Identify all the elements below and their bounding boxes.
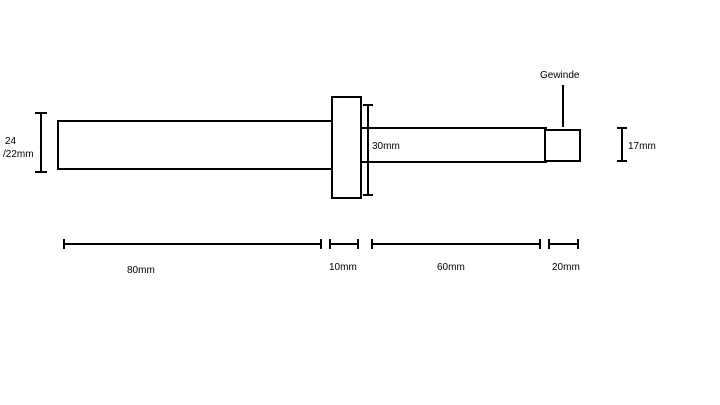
left-diameter-dimension — [35, 112, 47, 173]
length-label-right-shaft: 60mm — [437, 262, 465, 273]
collar-diameter-dimension — [363, 104, 373, 196]
length-label-collar: 10mm — [329, 262, 357, 273]
tip-diameter-label: 17mm — [628, 141, 656, 152]
collar — [331, 96, 362, 199]
length-label-thread: 20mm — [552, 262, 580, 273]
shaft-part — [57, 96, 581, 199]
length-dimension-right-shaft — [371, 239, 541, 249]
thread-section — [544, 129, 581, 162]
left-diameter-label-line1: 24 — [5, 136, 17, 147]
length-dimension-thread — [548, 239, 579, 249]
tip-diameter-dimension — [617, 127, 627, 162]
left-shaft — [57, 120, 334, 170]
length-dimension-collar — [329, 239, 359, 249]
length-label-left-shaft: 80mm — [127, 265, 155, 276]
thread-label: Gewinde — [540, 70, 580, 81]
length-dimension-left-shaft — [63, 239, 322, 249]
left-diameter-label-line2: /22mm — [3, 149, 34, 160]
collar-diameter-label: 30mm — [372, 141, 400, 152]
